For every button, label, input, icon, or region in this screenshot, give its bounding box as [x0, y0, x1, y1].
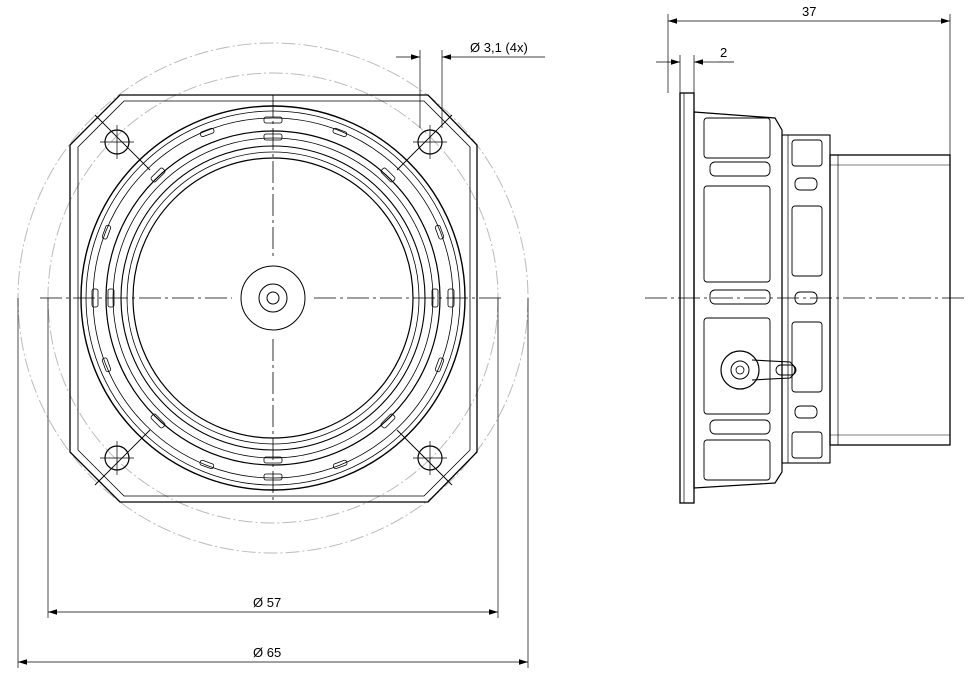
diameter-dimensions: Ø 57 Ø 65 [17, 298, 529, 668]
basket-slots [91, 116, 455, 481]
overall-depth-label: 37 [802, 4, 816, 19]
basket-rear [781, 134, 831, 464]
basket-frame-inner [77, 100, 471, 497]
mounting-holes [94, 114, 453, 486]
basket-frame [69, 94, 478, 503]
basket-body [693, 111, 783, 489]
basket-windows [703, 117, 823, 481]
baffle-diameter-label: Ø 57 [253, 595, 281, 610]
outer-diameter-label: Ø 65 [253, 645, 281, 660]
front-view: Ø 3,1 (4x) Ø 57 Ø 65 [17, 40, 545, 668]
front-center-lines [40, 95, 505, 502]
flange-dimension: 2 [656, 45, 734, 93]
depth-dimension: 37 [667, 4, 951, 155]
terminal [720, 350, 797, 390]
hole-callout-text: Ø 3,1 (4x) [470, 40, 528, 55]
magnet [829, 154, 951, 446]
side-view: 37 2 [645, 4, 968, 504]
hole-callout: Ø 3,1 (4x) [396, 40, 545, 128]
flange-thickness-label: 2 [720, 45, 727, 60]
